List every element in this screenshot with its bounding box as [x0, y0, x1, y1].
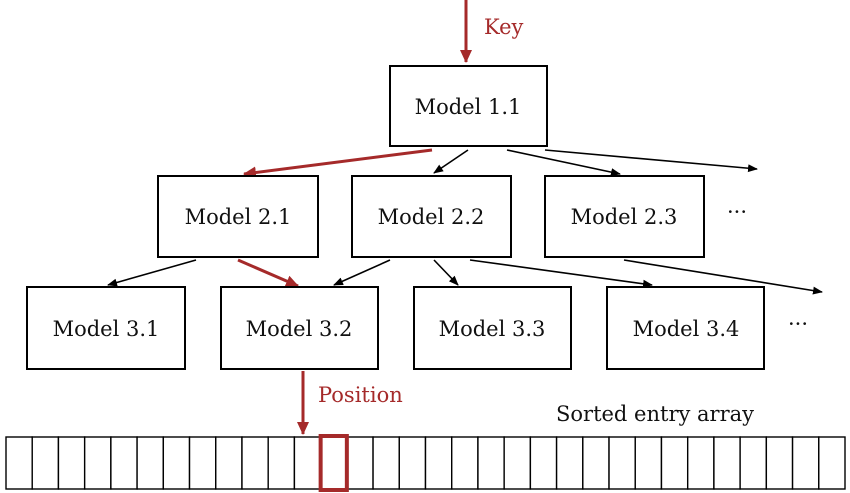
- array-cell: [319, 436, 348, 490]
- model-3-2-box: [220, 286, 379, 370]
- edge-2-2-to-3-4: [469, 259, 653, 288]
- model-2-1-label: Model 2.1: [185, 205, 292, 229]
- model-3-2-label: Model 3.2: [246, 317, 353, 341]
- array-cell: [582, 436, 610, 490]
- array-cell: [241, 436, 269, 490]
- array-cell: [398, 436, 427, 490]
- edge-2-3-to-more: [623, 259, 823, 295]
- array-cell: [503, 436, 532, 490]
- model-3-3-box: [413, 286, 572, 370]
- array-cell: [451, 436, 479, 490]
- model-3-4-label: Model 3.4: [633, 317, 740, 341]
- edge-1-1-to-more: [544, 149, 758, 173]
- array-cell: [477, 436, 505, 490]
- array-cell: [5, 436, 33, 490]
- array-cell: [136, 436, 165, 490]
- array-cell: [713, 436, 741, 490]
- model-3-3-label: Model 3.3: [439, 317, 546, 341]
- array-cell: [31, 436, 60, 490]
- array-cell: [791, 436, 820, 490]
- array-cell: [634, 436, 663, 490]
- array-cell: [372, 436, 400, 490]
- array-cell-highlighted: [318, 434, 349, 492]
- array-cell: [110, 436, 138, 490]
- level-2-ellipsis: ···: [727, 200, 747, 224]
- edge-1-1-to-2-2: [433, 149, 469, 174]
- model-3-1-label: Model 3.1: [53, 317, 160, 341]
- level-3-ellipsis: ···: [788, 312, 808, 336]
- array-title: Sorted entry array: [556, 402, 754, 426]
- array-cell: [57, 436, 86, 490]
- model-2-3-box: [544, 175, 705, 258]
- model-2-3-label: Model 2.3: [571, 205, 678, 229]
- array-cell: [188, 436, 217, 490]
- edge-2-2-to-3-3: [433, 259, 459, 286]
- array-cell: [739, 436, 768, 490]
- model-3-4-box: [606, 286, 765, 370]
- array-cell: [162, 436, 191, 490]
- array-cell: [346, 436, 374, 490]
- array-cell: [555, 436, 584, 490]
- model-2-2-label: Model 2.2: [378, 205, 485, 229]
- model-2-2-box: [351, 175, 512, 258]
- array-cell: [293, 436, 322, 490]
- array-cell: [83, 436, 112, 490]
- position-label: Position: [318, 383, 403, 407]
- array-cell: [529, 436, 558, 490]
- edge-1-1-to-2-1: [243, 148, 433, 179]
- edge-2-2-to-3-2: [333, 259, 391, 286]
- model-1-1-box: [389, 65, 548, 147]
- array-cell: [686, 436, 715, 490]
- model-3-1-box: [26, 286, 186, 370]
- array-cell: [267, 436, 296, 490]
- array-cell: [424, 436, 453, 490]
- edge-1-1-to-2-3: [506, 149, 621, 177]
- edge-2-1-to-3-2: [237, 258, 299, 288]
- edge-2-1-to-3-1: [107, 259, 197, 287]
- array-cell: [660, 436, 689, 490]
- array-cell: [608, 436, 636, 490]
- model-1-1-label: Model 1.1: [415, 95, 522, 119]
- model-2-1-box: [157, 175, 319, 258]
- sorted-entry-array: [5, 434, 846, 492]
- array-cell: [818, 436, 846, 490]
- key-label: Key: [484, 15, 524, 39]
- array-cell: [215, 436, 243, 490]
- array-cell: [765, 436, 794, 490]
